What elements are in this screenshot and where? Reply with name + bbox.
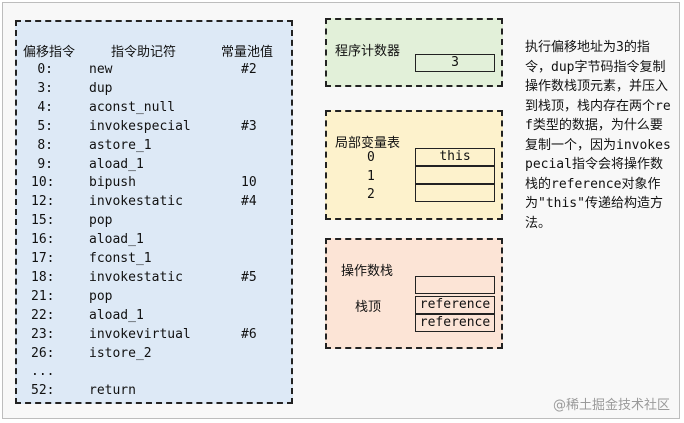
bytecode-offset: 3: [37, 80, 53, 96]
bytecode-instruction: aload_1 [89, 156, 144, 172]
bytecode-instruction: istore_2 [89, 345, 152, 361]
bytecode-offset: 18: [31, 269, 55, 285]
bytecode-offset: 16: [31, 232, 55, 248]
bytecode-offset: 22: [31, 307, 55, 323]
bytecode-offset: 23: [31, 326, 55, 342]
bytecode-instruction: aload_1 [89, 307, 144, 323]
bytecode-offset: 21: [31, 288, 55, 304]
bytecode-instruction: aconst_null [89, 99, 176, 115]
bytecode-offset: 52: [31, 383, 55, 399]
bytecode-offset: 17: [31, 251, 55, 266]
bytecode-offset: ... [31, 364, 55, 380]
bytecode-offset: 5: [37, 118, 53, 134]
bytecode-offset: 26: [31, 345, 55, 361]
bytecode-constant-pool-ref: #2 [241, 62, 257, 77]
bytecode-instruction: pop [89, 288, 113, 304]
bytecode-instruction: new [89, 62, 113, 77]
bytecode-offset: 9: [37, 156, 53, 172]
stack-title: 操作数栈 [341, 264, 394, 279]
lvt-index-2: 2 [367, 187, 375, 202]
header-offset: 偏移指令 [23, 45, 76, 60]
bytecode-offset: 0: [37, 62, 53, 77]
bytecode-offset: 10: [31, 175, 55, 191]
bytecode-offset: 15: [31, 213, 55, 229]
bytecode-instruction: invokevirtual [89, 326, 191, 342]
stack-cell-2: reference [415, 314, 495, 332]
bytecode-constant-pool-ref: #5 [241, 269, 257, 285]
stack-cell-1: reference [415, 296, 495, 314]
bytecode-instruction: pop [89, 213, 113, 229]
bytecode-instruction: astore_1 [89, 137, 152, 153]
watermark: @稀土掘金技术社区 [552, 398, 670, 413]
bytecode-instruction: dup [89, 80, 113, 96]
bytecode-offset: 8: [37, 137, 53, 153]
stack-cell-0 [415, 276, 495, 294]
lvt-slot-2 [415, 184, 495, 202]
header-mnemonic: 指令助记符 [111, 45, 177, 60]
operand-stack-panel: 操作数栈 栈顶 reference reference [325, 238, 503, 349]
local-variable-table-panel: 局部变量表 0 1 2 this [325, 110, 503, 220]
bytecode-instruction: invokespecial [89, 118, 191, 134]
bytecode-instruction: return [89, 383, 136, 399]
pc-value-cell: 3 [415, 54, 495, 72]
lvt-slot-1 [415, 166, 495, 184]
bytecode-panel: 偏移指令 指令助记符 常量池值 0: new #2 3: dup 4: aconst_nul… [15, 20, 293, 404]
bytecode-instruction: aload_1 [89, 232, 144, 248]
lvt-index-1: 1 [367, 169, 375, 184]
bytecode-offset: 12: [31, 194, 55, 210]
lvt-slot-0: this [415, 148, 495, 166]
bytecode-constant-pool-ref: #4 [241, 194, 257, 210]
header-constant-pool: 常量池值 [221, 45, 274, 60]
pc-title: 程序计数器 [335, 44, 401, 59]
bytecode-offset: 4: [37, 99, 53, 115]
explanation-note: 执行偏移地址为3的指令，dup字节码指令复制操作数栈顶元素，并压入到栈顶，栈内存… [525, 40, 671, 231]
bytecode-instruction: fconst_1 [89, 251, 152, 266]
bytecode-constant-pool-ref: #3 [241, 118, 257, 134]
stack-top-label: 栈顶 [355, 300, 382, 315]
bytecode-constant-pool-ref: #6 [241, 326, 257, 342]
bytecode-instruction: invokestatic [89, 194, 183, 210]
program-counter-panel: 程序计数器 3 [325, 18, 503, 87]
bytecode-instruction: bipush [89, 175, 136, 191]
bytecode-instruction: invokestatic [89, 269, 183, 285]
lvt-title: 局部变量表 [335, 136, 401, 151]
bytecode-constant-pool-ref: 10 [241, 175, 257, 191]
lvt-index-0: 0 [367, 150, 375, 165]
